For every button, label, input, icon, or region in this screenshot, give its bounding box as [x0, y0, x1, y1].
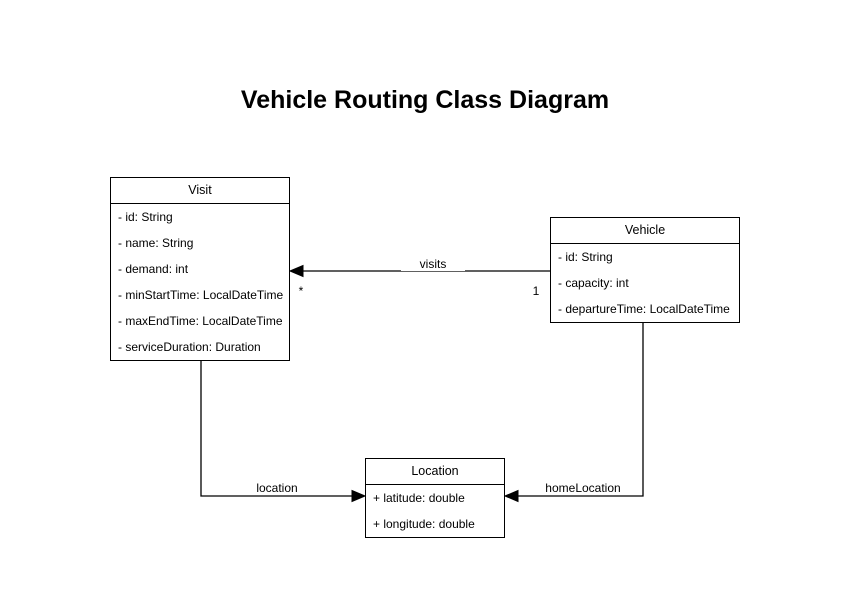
class-vehicle-attr-capacity: - capacity: int	[558, 276, 629, 290]
edge-label-homelocation: homeLocation	[531, 481, 635, 495]
class-location-name: Location	[366, 459, 504, 485]
class-visit-attr-id: - id: String	[118, 210, 173, 224]
edge-homelocation-arrowhead	[503, 489, 519, 503]
class-vehicle-attr-departuretime: - departureTime: LocalDateTime	[558, 302, 730, 316]
class-vehicle[interactable]: Vehicle - id: String - capacity: int - d…	[550, 217, 740, 323]
class-vehicle-attributes: - id: String - capacity: int - departure…	[551, 244, 739, 322]
edge-label-location: location	[235, 481, 319, 495]
multiplicity-visits-source: 1	[532, 284, 540, 298]
edge-homelocation[interactable]	[516, 321, 644, 497]
class-visit[interactable]: Visit - id: String - name: String - dema…	[110, 177, 290, 361]
class-visit-attr-minstarttime: - minStartTime: LocalDateTime	[118, 288, 284, 302]
class-vehicle-name: Vehicle	[551, 218, 739, 244]
edge-label-visits: visits	[401, 257, 465, 271]
class-location-attributes: + latitude: double + longitude: double	[366, 485, 504, 537]
class-visit-attr-maxendtime: - maxEndTime: LocalDateTime	[118, 314, 283, 328]
class-location-attr-longitude: + longitude: double	[373, 517, 475, 531]
class-visit-attr-demand: - demand: int	[118, 262, 189, 276]
edge-visits-arrowhead	[288, 264, 304, 278]
class-visit-attr-serviceduration: - serviceDuration: Duration	[118, 340, 261, 354]
diagram-title: Vehicle Routing Class Diagram	[240, 86, 610, 114]
class-location[interactable]: Location + latitude: double + longitude:…	[365, 458, 505, 538]
edge-location-arrowhead	[351, 489, 367, 503]
class-visit-name: Visit	[111, 178, 289, 204]
class-visit-attributes: - id: String - name: String - demand: in…	[111, 204, 289, 360]
class-visit-attr-name: - name: String	[118, 236, 194, 250]
class-location-attr-latitude: + latitude: double	[373, 491, 465, 505]
edge-location[interactable]	[200, 358, 354, 497]
multiplicity-visits-target: *	[298, 284, 304, 298]
class-vehicle-attr-id: - id: String	[558, 250, 613, 264]
